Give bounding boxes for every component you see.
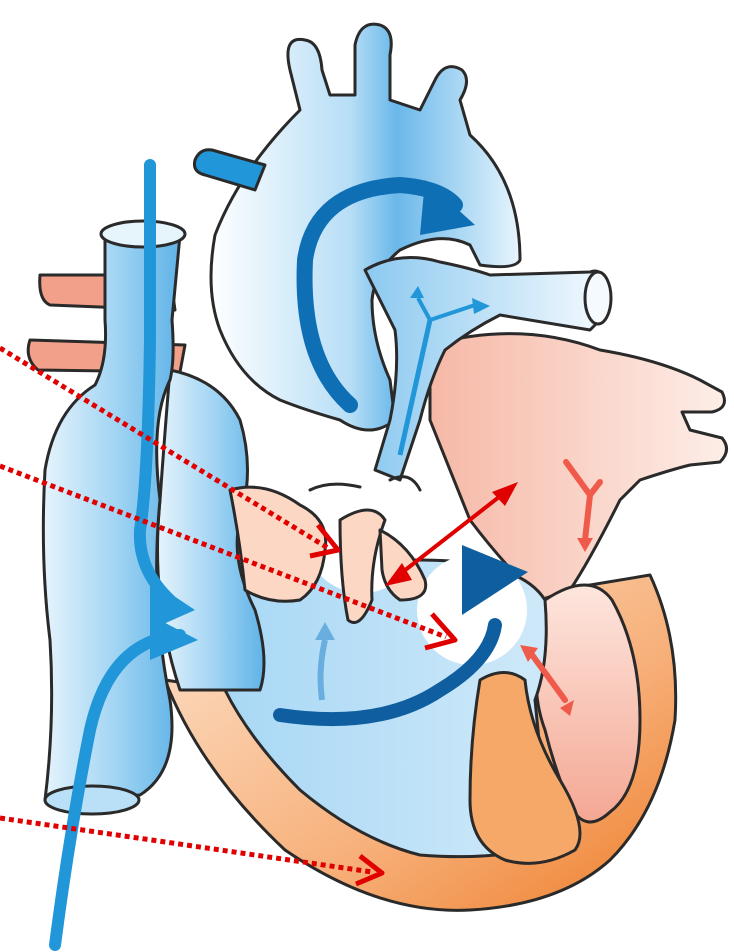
brachiocephalic-branch [194,150,265,190]
